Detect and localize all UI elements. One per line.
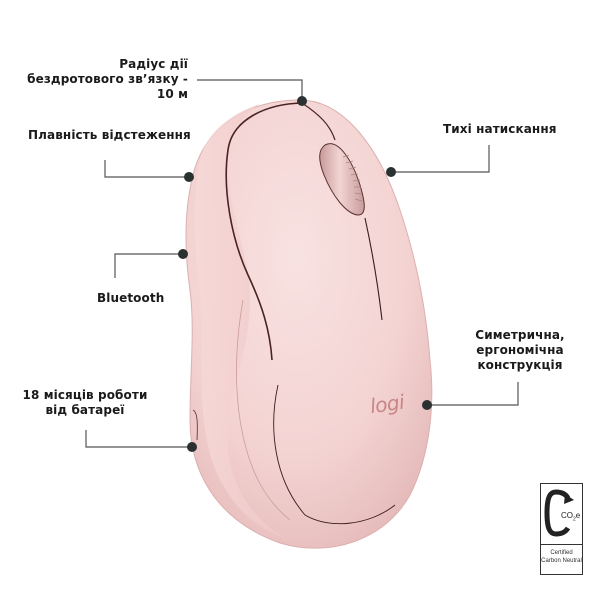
dot-battery xyxy=(187,442,197,452)
logi-logo: logi xyxy=(368,389,406,419)
callout-line: бездротового зв’язку - 10 м xyxy=(27,72,188,101)
carbon-cycle-icon xyxy=(544,489,574,537)
co2e-symbol: CO2e xyxy=(561,511,581,523)
callout-smooth-tracking: Плавність відстеження xyxy=(28,128,191,143)
callout-line: Симетрична, xyxy=(475,328,565,342)
dot-wireless-range xyxy=(297,96,307,106)
callout-line: 18 місяців роботи xyxy=(22,388,148,402)
leader-lines xyxy=(85,79,519,448)
dot-silent-clicks xyxy=(386,167,396,177)
badge-divider xyxy=(541,544,582,545)
mouse-shell xyxy=(185,99,433,549)
carbon-neutral-badge: CO2e Certified Carbon Neutral xyxy=(540,483,583,575)
callout-line: конструкція xyxy=(477,358,563,372)
badge-caption: Certified Carbon Neutral xyxy=(541,550,582,564)
callout-bluetooth: Bluetooth xyxy=(97,291,164,306)
callout-dots xyxy=(178,96,432,452)
callout-line: Радіус дії xyxy=(119,57,188,71)
callout-silent-clicks: Тихі натискання xyxy=(443,122,557,137)
mouse-side-panel xyxy=(194,104,290,540)
callout-ergonomic: Симетрична, ергономічна конструкція xyxy=(470,328,570,373)
dot-ergonomic xyxy=(422,400,432,410)
callout-line: Тихі натискання xyxy=(443,122,557,136)
dot-smooth-tracking xyxy=(184,172,194,182)
callout-line: ергономічна xyxy=(476,343,564,357)
callout-wireless-range: Радіус дії бездротового зв’язку - 10 м xyxy=(10,57,188,102)
button-seam xyxy=(225,102,303,361)
dot-bluetooth xyxy=(178,249,188,259)
callout-line: від батареї xyxy=(45,403,125,417)
callout-battery: 18 місяців роботи від батареї xyxy=(20,388,150,418)
scroll-wheel-icon[interactable] xyxy=(319,143,365,216)
callout-line: Плавність відстеження xyxy=(28,128,191,142)
callout-line: Bluetooth xyxy=(97,291,165,305)
